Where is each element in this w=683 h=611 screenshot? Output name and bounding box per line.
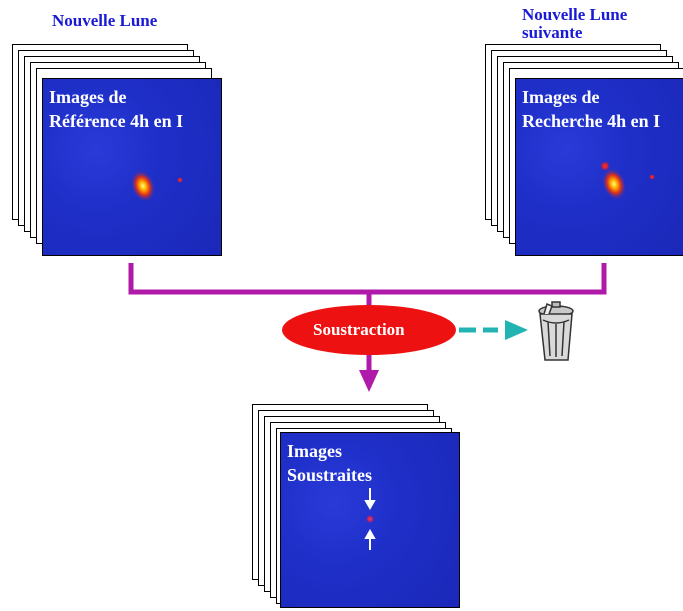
residual-pointer-bottom	[364, 528, 376, 550]
reference-image: Images de Référence 4h en I	[42, 78, 222, 256]
soustraction-label: Soustraction	[313, 320, 405, 339]
trash-can-icon	[538, 301, 574, 361]
search-galaxy	[601, 167, 627, 201]
reference-faint-star	[177, 177, 183, 183]
left-title: Nouvelle Lune	[52, 11, 158, 30]
search-image: Images de Recherche 4h en I	[515, 78, 683, 256]
reference-galaxy	[130, 169, 156, 203]
subtracted-image-label: Images Soustraites	[287, 441, 372, 485]
reference-image-label: Images de Référence 4h en I	[49, 87, 184, 131]
residual-source	[365, 514, 375, 524]
search-supernova	[600, 161, 610, 171]
discard-arrow-head	[505, 320, 528, 340]
search-faint-star	[649, 174, 655, 180]
residual-pointer-top	[364, 488, 376, 511]
soustraction-ellipse	[282, 305, 456, 355]
search-image-label: Images de Recherche 4h en I	[522, 87, 661, 131]
right-title-line1: Nouvelle Lune	[522, 5, 628, 24]
merge-connector	[128, 263, 607, 372]
down-arrow-head	[359, 370, 379, 392]
right-title-line2: suivante	[522, 23, 583, 42]
